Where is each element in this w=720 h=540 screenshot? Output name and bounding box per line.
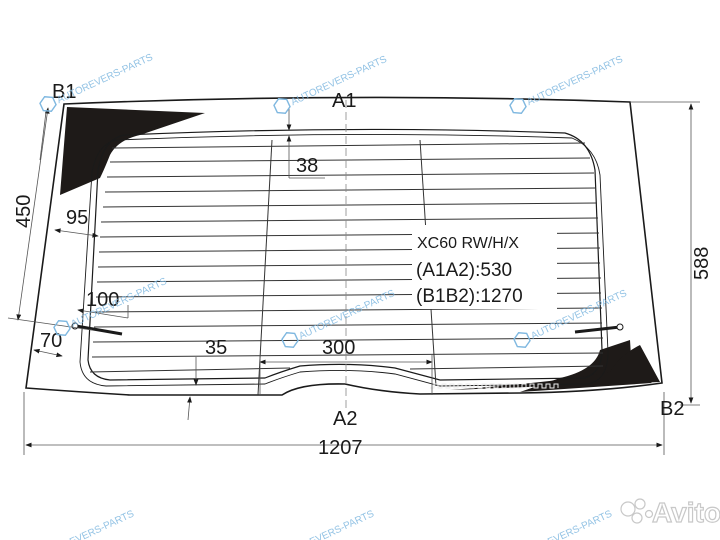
dim-side-offset: 95 [66, 207, 88, 229]
dim-bottom-offset: 35 [205, 337, 227, 359]
b1b2-value: (B1B2):1270 [416, 286, 523, 307]
dim-width: 1207 [318, 437, 363, 459]
svg-text:AUTOREVERS-PARTS: AUTOREVERS-PARTS [55, 52, 155, 106]
dim-height-right: 588 [691, 247, 713, 280]
heating-area [79, 128, 609, 387]
svg-text:AUTOREVERS-PARTS: AUTOREVERS-PARTS [69, 276, 169, 330]
dim-top-offset: 38 [296, 155, 318, 177]
glass-outline [25, 96, 663, 396]
watermark-3: AUTOREVERS-PARTS [509, 54, 625, 114]
model-code: XC60 RW/H/X [417, 235, 519, 252]
dimension-lines [7, 101, 700, 455]
point-label-a2: A2 [333, 408, 357, 430]
connector-serration [430, 383, 559, 389]
dim-heater-offset: 100 [86, 289, 119, 311]
watermark-bottom-2: AUTOREVERS-PARTS [277, 508, 377, 540]
a1a2-value: (A1A2):530 [416, 260, 512, 281]
svg-text:AUTOREVERS-PARTS: AUTOREVERS-PARTS [297, 288, 397, 342]
watermark-bottom-3: AUTOREVERS-PARTS [515, 508, 615, 540]
dim-center-span: 300 [322, 337, 355, 359]
point-label-b1: B1 [52, 81, 76, 103]
watermark-2: AUTOREVERS-PARTS [273, 54, 389, 114]
point-label-b2: B2 [660, 398, 684, 420]
avito-logo: Avito [620, 496, 720, 529]
ceramic-frit [60, 107, 660, 392]
avito-wordmark: Avito [652, 497, 720, 528]
heater-connector-right [574, 323, 624, 334]
dim-edge-offset: 70 [40, 330, 62, 352]
watermark-bottom-1: AUTOREVERS-PARTS [37, 508, 137, 540]
dim-height-left: 450 [13, 195, 35, 228]
point-label-a1: A1 [332, 90, 356, 112]
